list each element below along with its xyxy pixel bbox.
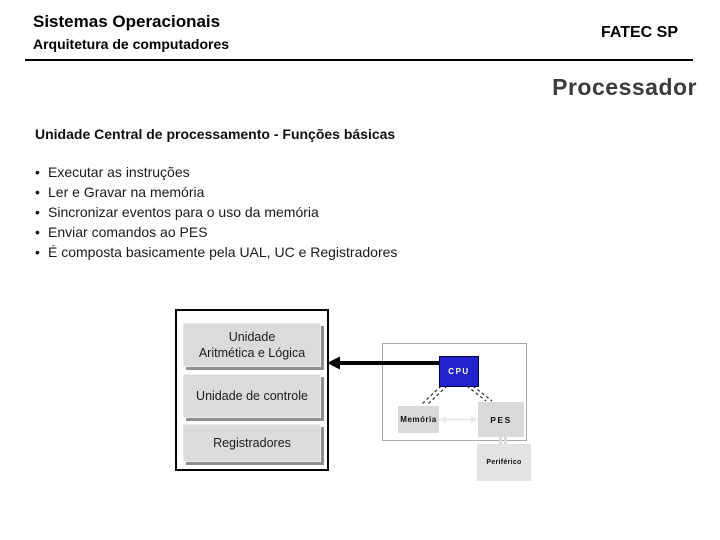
slide-title: Processador [552, 74, 697, 100]
memory-node: Memória [398, 406, 439, 433]
cpu-internal-box: Unidade Aritmética e Lógica Unidade de c… [175, 309, 329, 471]
peripheral-node: Periférico [477, 444, 531, 481]
bullet-list: • Executar as instruções • Ler e Gravar na… [35, 162, 397, 262]
ual-label-line1: Unidade [228, 329, 276, 344]
course-title: Sistemas Operacionais [33, 12, 221, 31]
bullet-text: Ler e Gravar na memória [48, 184, 205, 200]
bullet-text: Enviar comandos ao PES [48, 224, 208, 240]
section-heading: Unidade Central de processamento - Funçõ… [35, 126, 396, 142]
bullet-text: Sincronizar eventos para o uso da memóri… [48, 204, 319, 220]
ual-label-line2: Aritmética e Lógica [198, 346, 306, 360]
ual-box: Unidade Aritmética e Lógica [183, 323, 321, 367]
control-unit-box: Unidade de controle [183, 374, 321, 418]
bullet-marker: • [35, 164, 40, 180]
control-unit-label: Unidade de controle [196, 388, 308, 403]
bullet-marker: • [35, 204, 40, 220]
institution-label: FATEC SP [600, 24, 678, 41]
bullet-item: • Ler e Gravar na memória [35, 182, 397, 202]
cpu-node: CPU [439, 356, 479, 387]
registers-label: Registradores [213, 435, 291, 450]
registers-box: Registradores [183, 424, 321, 462]
header-divider [25, 59, 693, 61]
bullet-text: Executar as instruções [48, 164, 190, 180]
bullet-item: • Executar as instruções [35, 162, 397, 182]
bullet-item: • Enviar comandos ao PES [35, 222, 397, 242]
bullet-marker: • [35, 224, 40, 240]
bullet-marker: • [35, 244, 40, 260]
bullet-text: É composta basicamente pela UAL, UC e Re… [48, 244, 398, 260]
bullet-item: • É composta basicamente pela UAL, UC e R… [35, 242, 397, 262]
bullet-item: • Sincronizar eventos para o uso da memór… [35, 202, 397, 222]
pes-node: PES [478, 402, 524, 437]
course-subtitle: Arquitetura de computadores [33, 36, 230, 52]
bullet-marker: • [35, 184, 40, 200]
